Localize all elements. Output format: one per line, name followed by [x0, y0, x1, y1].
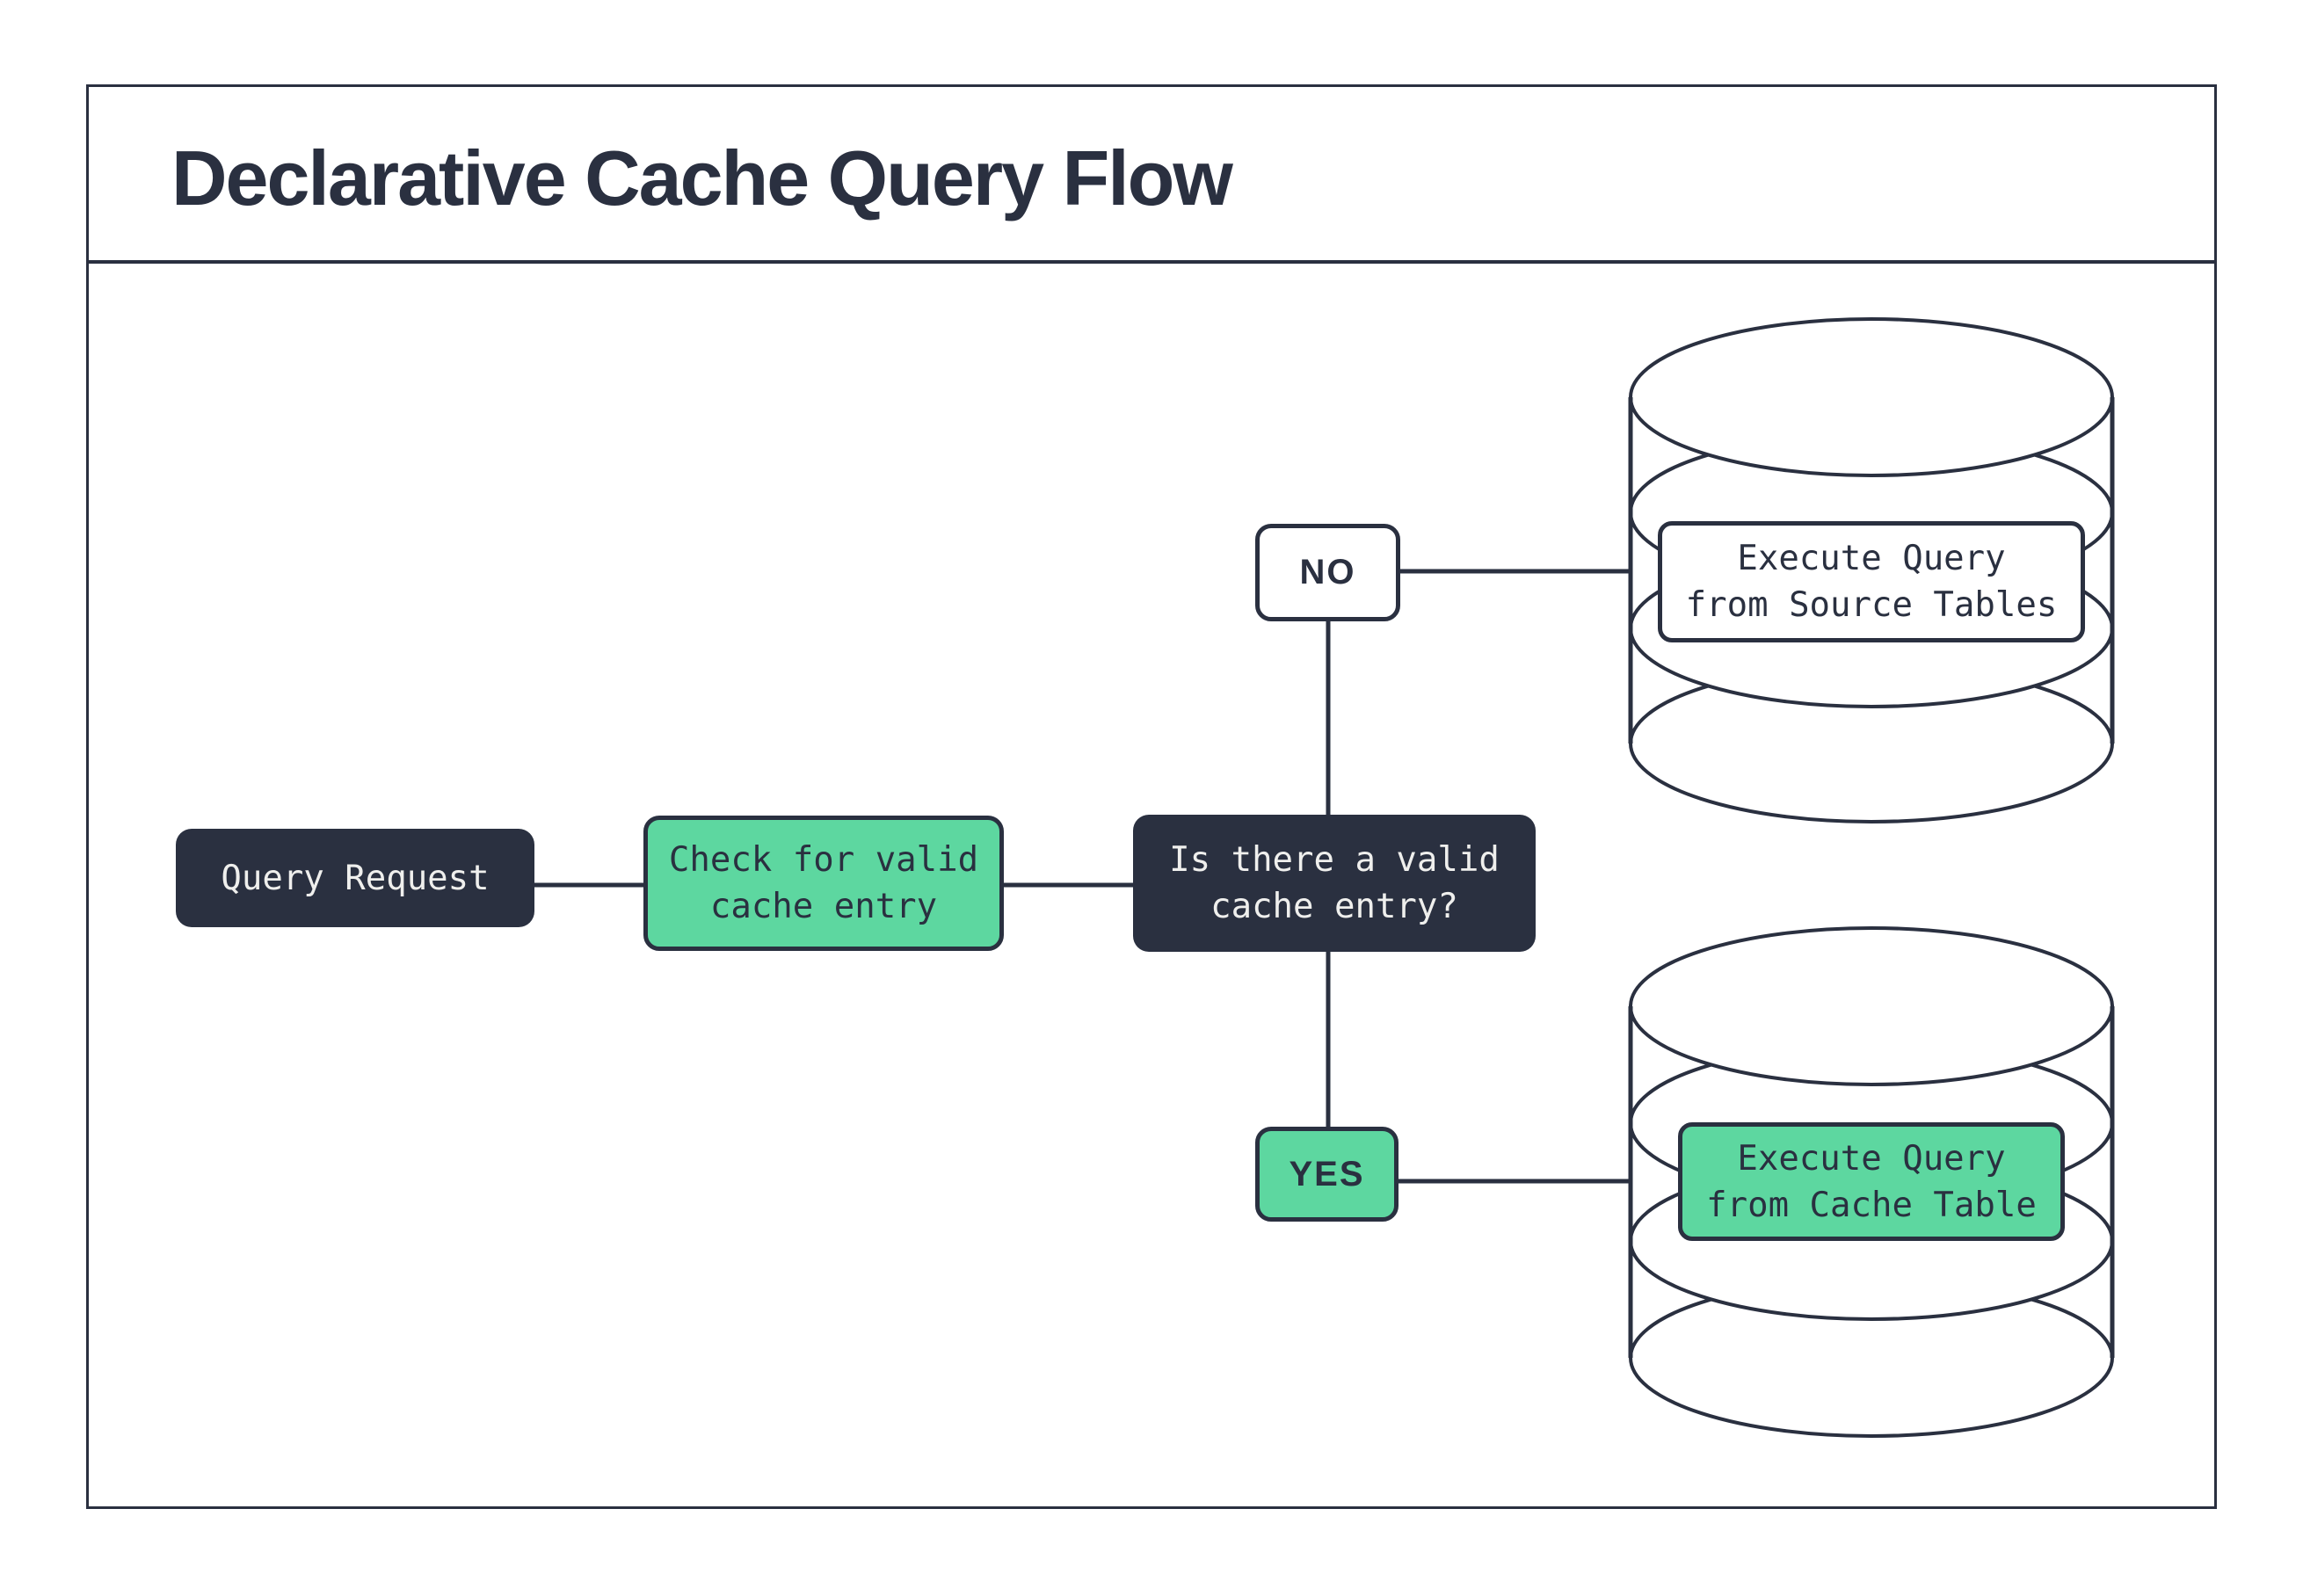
diagram-frame: Declarative Cache Query Flow — [86, 84, 2217, 1509]
node-label-line-2: cache entry? — [1210, 887, 1458, 926]
node-yes-branch: YES — [1255, 1127, 1399, 1222]
node-label-line-1: Check for valid — [668, 840, 979, 880]
node-label-line-1: Is there a valid — [1169, 840, 1500, 880]
node-query-request: Query Request — [176, 829, 534, 927]
node-label: Query Request — [221, 858, 490, 898]
node-label-line-2: from Source Tables — [1685, 585, 2058, 625]
node-check-cache: Check for valid cache entry — [643, 816, 1004, 951]
diagram-title: Declarative Cache Query Flow — [171, 134, 1233, 221]
connector-lines — [534, 569, 1632, 1184]
node-label-line-2: from Cache Table — [1706, 1185, 2037, 1225]
diagram-header: Declarative Cache Query Flow — [89, 87, 2214, 264]
no-branch-label: NO — [1299, 553, 1356, 591]
node-execute-source-tables: Execute Query from Source Tables — [1658, 521, 2085, 642]
node-label-line-1: Execute Query — [1737, 539, 2006, 578]
node-label-line-2: cache entry — [709, 887, 938, 926]
node-execute-cache-table: Execute Query from Cache Table — [1678, 1122, 2065, 1241]
yes-branch-label: YES — [1289, 1154, 1365, 1193]
cylinder-disk — [1629, 926, 2114, 1086]
node-decision-valid-cache: Is there a valid cache entry? — [1133, 815, 1536, 952]
node-label-line-1: Execute Query — [1737, 1138, 2006, 1179]
cylinder-disk — [1629, 317, 2114, 477]
node-no-branch: NO — [1255, 524, 1400, 621]
